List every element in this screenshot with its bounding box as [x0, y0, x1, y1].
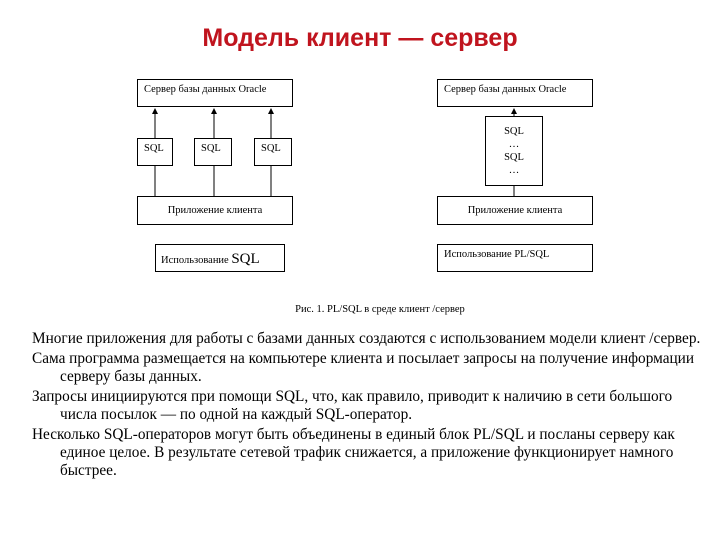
usage-plsql-box: Использование PL/SQL: [437, 244, 593, 272]
figure-caption: Рис. 1. PL/SQL в среде клиент /сервер: [295, 304, 465, 315]
body-text: Многие приложения для работы с базами да…: [32, 330, 712, 482]
oracle-server-box: Сервер базы данных Oracle: [437, 79, 593, 107]
paragraph: Многие приложения для работы с базами да…: [32, 330, 701, 347]
client-app-label: Приложение клиента: [167, 205, 263, 216]
sql-label: SQL: [261, 143, 281, 154]
paragraph: Запросы инициируются при помощи SQL, что…: [32, 388, 673, 423]
sql-box: SQL: [137, 138, 173, 166]
paragraph: Несколько SQL-операторов могут быть объе…: [32, 426, 675, 479]
client-app-box: Приложение клиента: [137, 196, 293, 225]
oracle-server-box: Сервер базы данных Oracle: [137, 79, 293, 107]
client-app-label: Приложение клиента: [467, 205, 563, 216]
plsql-block-box: SQL … SQL …: [485, 116, 543, 186]
client-app-box: Приложение клиента: [437, 196, 593, 225]
sql-label: SQL: [144, 143, 164, 154]
oracle-server-label: Сервер базы данных Oracle: [444, 84, 567, 95]
paragraph: Сама программа размещается на компьютере…: [32, 350, 695, 385]
usage-sql-box: Использование SQL: [155, 244, 285, 272]
usage-sql-label: SQL: [231, 251, 260, 267]
sql-box: SQL: [254, 138, 292, 166]
oracle-server-label: Сервер базы данных Oracle: [144, 84, 267, 95]
sql-box: SQL: [194, 138, 232, 166]
block-line: …: [508, 139, 520, 150]
usage-label: Использование: [161, 255, 229, 266]
page-title: Модель клиент — сервер: [202, 24, 518, 52]
usage-plsql-label: Использование PL/SQL: [444, 249, 550, 260]
block-line: SQL: [504, 126, 524, 137]
block-line: SQL: [504, 152, 524, 163]
sql-label: SQL: [201, 143, 221, 154]
block-line: …: [508, 165, 520, 176]
